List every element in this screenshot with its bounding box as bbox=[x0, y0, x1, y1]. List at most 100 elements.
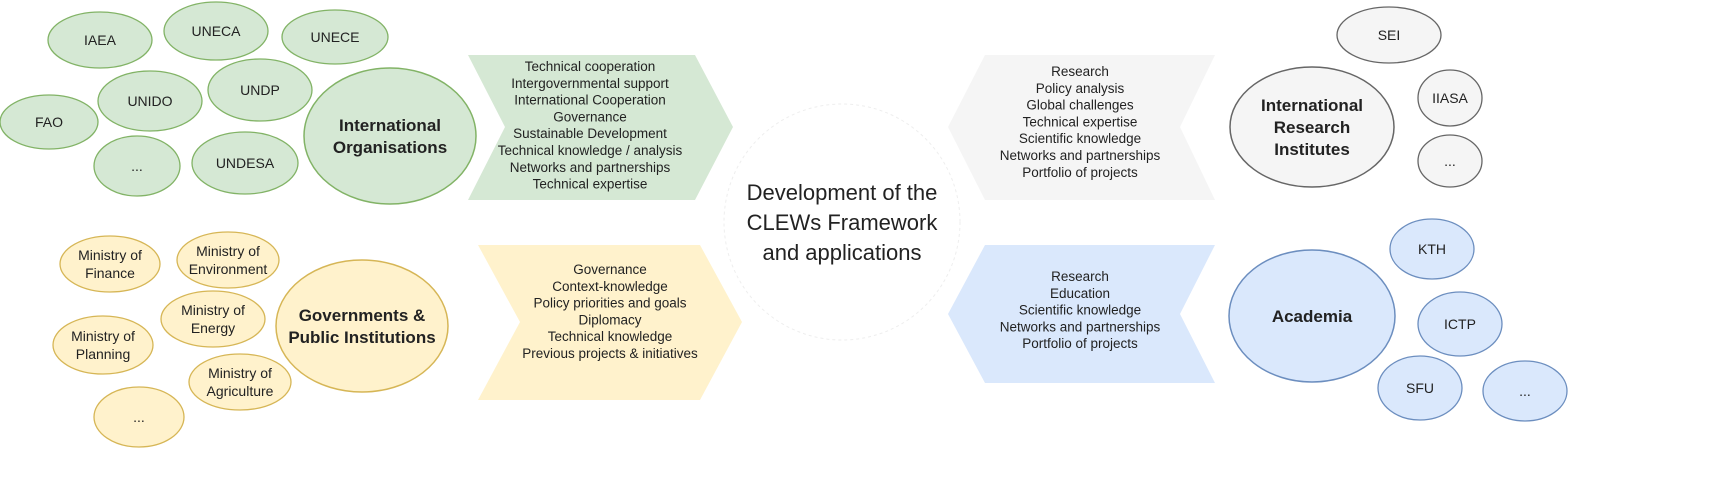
member-label: SFU bbox=[1406, 380, 1434, 396]
contribution-item: Research bbox=[1051, 269, 1109, 284]
category-title: International bbox=[339, 116, 441, 135]
member-node: SEI bbox=[1336, 6, 1442, 64]
member-node: UNDESA bbox=[191, 131, 299, 195]
category-title: International bbox=[1261, 96, 1363, 115]
member-label: UNECE bbox=[310, 29, 359, 45]
member-ellipse bbox=[207, 58, 313, 122]
category-title: Public Institutions bbox=[288, 328, 435, 347]
member-label: Environment bbox=[189, 261, 268, 277]
member-ellipse bbox=[1336, 6, 1442, 64]
center-outline bbox=[723, 103, 961, 341]
member-label: ... bbox=[1519, 383, 1531, 399]
member-ellipse bbox=[176, 231, 280, 289]
member-node: UNIDO bbox=[97, 70, 203, 132]
member-label: Ministry of bbox=[181, 302, 245, 318]
contribution-item: Sustainable Development bbox=[513, 126, 667, 141]
contribution-item: Technical expertise bbox=[533, 177, 648, 192]
contribution-arrow bbox=[948, 245, 1215, 383]
center-title-line: Development of the bbox=[747, 180, 938, 205]
contribution-item: Policy priorities and goals bbox=[533, 296, 686, 311]
contribution-item: Portfolio of projects bbox=[1022, 165, 1138, 180]
member-ellipse bbox=[59, 235, 161, 293]
member-node: ICTP bbox=[1417, 291, 1503, 357]
member-node: UNECA bbox=[163, 1, 269, 61]
member-label: Ministry of bbox=[208, 365, 272, 381]
category-ellipse bbox=[1228, 249, 1396, 383]
member-ellipse bbox=[163, 1, 269, 61]
contribution-item: Governance bbox=[553, 109, 627, 124]
member-node: Ministry of Environment bbox=[176, 231, 280, 289]
member-label: ... bbox=[131, 158, 143, 174]
member-ellipse bbox=[47, 11, 153, 69]
member-node: IIASA bbox=[1417, 69, 1483, 127]
contribution-item: Networks and partnerships bbox=[510, 160, 671, 175]
contribution-item: Global challenges bbox=[1026, 98, 1134, 113]
category-ellipse bbox=[1229, 66, 1395, 188]
category-title: Governments & bbox=[299, 306, 426, 325]
center-title-line: CLEWs Framework bbox=[747, 210, 939, 235]
member-label: KTH bbox=[1418, 241, 1446, 257]
contribution-item: International Cooperation bbox=[514, 93, 666, 108]
member-node: KTH bbox=[1389, 218, 1475, 280]
member-ellipse bbox=[1377, 355, 1463, 421]
member-ellipse bbox=[1389, 218, 1475, 280]
member-node: SFU bbox=[1377, 355, 1463, 421]
category-node: Academia bbox=[1228, 249, 1396, 383]
member-ellipse bbox=[1417, 134, 1483, 188]
center-title-line: and applications bbox=[762, 240, 921, 265]
category-title: Academia bbox=[1272, 307, 1353, 326]
member-label: FAO bbox=[35, 114, 63, 130]
member-ellipse bbox=[1482, 360, 1568, 422]
member-ellipse bbox=[1417, 291, 1503, 357]
member-node: UNECE bbox=[281, 9, 389, 65]
contribution-item: Technical cooperation bbox=[525, 59, 656, 74]
contribution-item: Portfolio of projects bbox=[1022, 336, 1138, 351]
member-label: Ministry of bbox=[196, 243, 260, 259]
member-label: Planning bbox=[76, 346, 131, 362]
member-label: ICTP bbox=[1444, 316, 1476, 332]
category-ellipse bbox=[275, 259, 449, 393]
contribution-item: Networks and partnerships bbox=[1000, 148, 1161, 163]
member-ellipse bbox=[1417, 69, 1483, 127]
member-node: ... bbox=[93, 135, 181, 197]
member-node: UNDP bbox=[207, 58, 313, 122]
contribution-item: Scientific knowledge bbox=[1019, 303, 1141, 318]
contribution-item: Policy analysis bbox=[1036, 81, 1125, 96]
member-label: ... bbox=[1444, 153, 1456, 169]
member-ellipse bbox=[97, 70, 203, 132]
member-ellipse bbox=[0, 94, 99, 150]
member-label: Ministry of bbox=[71, 328, 135, 344]
contribution-item: Technical knowledge bbox=[548, 329, 673, 344]
member-node: FAO bbox=[0, 94, 99, 150]
member-label: IIASA bbox=[1432, 90, 1468, 106]
contribution-item: Scientific knowledge bbox=[1019, 131, 1141, 146]
member-label: Agriculture bbox=[207, 383, 274, 399]
member-label: Ministry of bbox=[78, 247, 142, 263]
member-ellipse bbox=[93, 135, 181, 197]
contribution-item: Diplomacy bbox=[578, 312, 641, 327]
contribution-item: Governance bbox=[573, 262, 647, 277]
member-label: UNECA bbox=[191, 23, 241, 39]
contribution-item: Technical knowledge / analysis bbox=[498, 143, 683, 158]
member-node: IAEA bbox=[47, 11, 153, 69]
member-label: SEI bbox=[1378, 27, 1401, 43]
member-label: ... bbox=[133, 409, 145, 425]
member-ellipse bbox=[160, 290, 266, 348]
contribution-item: Networks and partnerships bbox=[1000, 319, 1161, 334]
contribution-item: Previous projects & initiatives bbox=[522, 346, 698, 361]
contribution-arrow bbox=[478, 245, 742, 400]
member-node: ... bbox=[93, 386, 185, 448]
member-node: ... bbox=[1482, 360, 1568, 422]
member-ellipse bbox=[52, 315, 154, 375]
contribution-item: Education bbox=[1050, 286, 1110, 301]
category-title: Institutes bbox=[1274, 140, 1350, 159]
